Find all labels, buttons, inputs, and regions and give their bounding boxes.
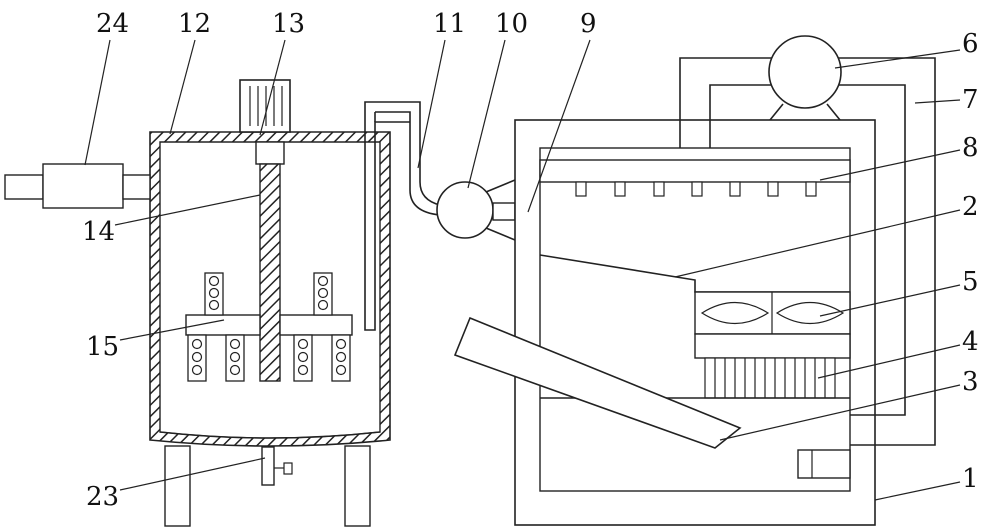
dryer-housing — [453, 35, 936, 526]
outlet-box — [797, 449, 851, 479]
shaft-coupling — [255, 141, 285, 165]
inner-pipe — [364, 112, 410, 331]
label-6: 6 — [962, 29, 979, 59]
stirring-paddles — [185, 272, 353, 382]
label-9: 9 — [580, 9, 597, 39]
tank-leg-left — [164, 445, 191, 527]
label-15: 15 — [86, 332, 119, 362]
spray-header — [539, 159, 851, 197]
label-14: 14 — [82, 217, 115, 247]
label-8: 8 — [962, 133, 979, 163]
transfer-pipe — [364, 101, 441, 216]
mixing-tank — [4, 79, 410, 527]
label-2: 2 — [962, 192, 979, 222]
blower — [768, 35, 842, 109]
label-4: 4 — [962, 327, 979, 357]
label-7: 7 — [962, 85, 979, 115]
stirring-shaft — [259, 163, 281, 382]
label-24: 24 — [96, 9, 129, 39]
fan-unit — [694, 291, 851, 359]
stirring-motor — [239, 79, 291, 133]
label-12: 12 — [178, 9, 211, 39]
callout-labels: 24 12 13 11 10 9 6 7 8 2 5 4 3 1 14 15 2… — [82, 9, 979, 512]
label-5: 5 — [962, 267, 979, 297]
circulation-pipe-outer — [679, 57, 936, 446]
drain-valve — [261, 446, 293, 486]
tank-leg-right — [344, 445, 371, 527]
label-3: 3 — [962, 367, 979, 397]
feed-pipe — [4, 163, 151, 209]
label-1: 1 — [962, 464, 979, 494]
leader-lines — [84, 39, 961, 501]
label-10: 10 — [495, 9, 528, 39]
circulation-pipe-inner — [709, 84, 906, 416]
heater-fins — [704, 357, 836, 399]
pump — [436, 179, 516, 241]
label-23: 23 — [86, 482, 119, 512]
label-11: 11 — [433, 9, 466, 39]
discharge-chute — [453, 316, 742, 449]
label-13: 13 — [272, 9, 305, 39]
